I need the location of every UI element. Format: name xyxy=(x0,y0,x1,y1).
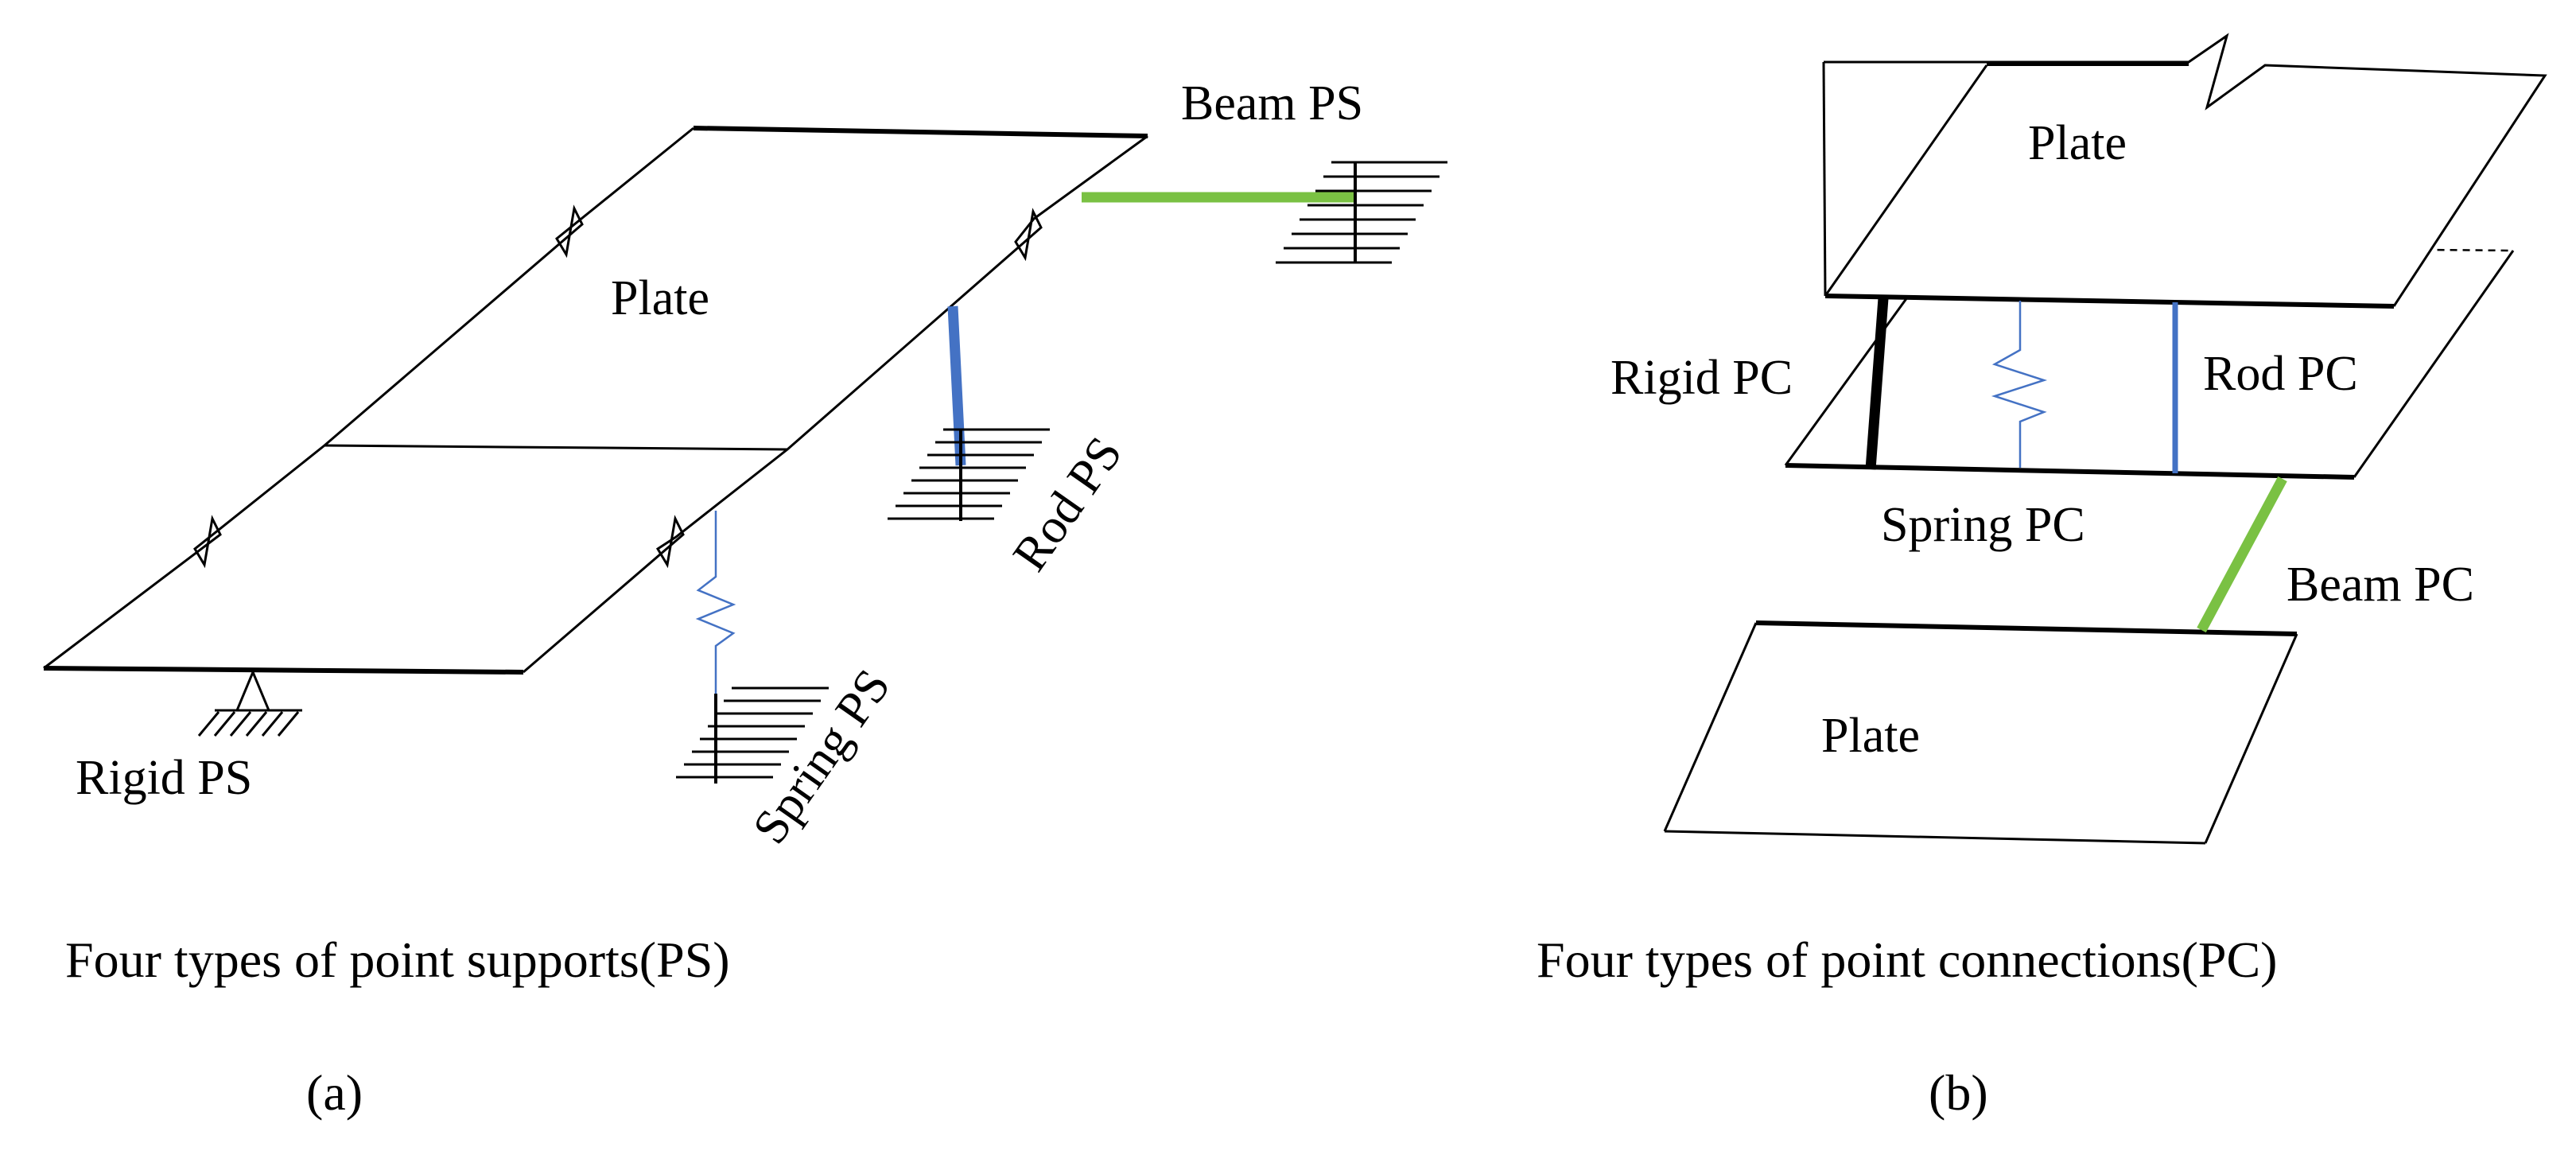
spring-support-coil xyxy=(695,511,736,716)
top-plate-outline xyxy=(1822,33,2547,309)
rod-support xyxy=(888,305,1050,521)
bottom-plate-label: Plate xyxy=(1821,709,1920,763)
rod-support-hatch xyxy=(888,428,1050,520)
beam-connection-member xyxy=(2197,476,2287,633)
beam-pc-label: Beam PC xyxy=(2287,558,2474,612)
beam-ps-label: Beam PS xyxy=(1181,76,1363,130)
rigid-ps-label: Rigid PS xyxy=(76,751,252,805)
rigid-pc-label: Rigid PC xyxy=(1610,351,1793,405)
panel-b: Plate Rigid PC Spring PC Rod PC Plate Be… xyxy=(1537,33,2547,1121)
beam-support-hatch xyxy=(1276,161,1447,264)
spring-connection-coil xyxy=(1991,301,2048,468)
plate-a-outline xyxy=(43,126,1148,675)
tag-b: (b) xyxy=(1929,1064,1988,1121)
bottom-plate-outline xyxy=(1663,620,2298,845)
caption-b: Four types of point connections(PC) xyxy=(1537,931,2277,988)
spring-support xyxy=(676,511,829,784)
rigid-support xyxy=(197,669,302,737)
top-plate-left-edge xyxy=(1824,64,1988,297)
top-plate-label: Plate xyxy=(2028,116,2127,170)
rod-ps-label: Rod PS xyxy=(1003,427,1133,581)
tag-a: (a) xyxy=(306,1064,363,1121)
rod-pc-label: Rod PC xyxy=(2203,347,2358,401)
rigid-support-triangle xyxy=(235,669,271,712)
caption-a: Four types of point supports(PS) xyxy=(65,931,730,988)
beam-support xyxy=(1082,161,1447,264)
rigid-connection-member xyxy=(1865,298,1889,470)
rigid-support-hatch xyxy=(197,711,300,737)
plate-a-label: Plate xyxy=(611,271,709,325)
spring-support-hatch xyxy=(676,686,829,779)
spring-pc-label: Spring PC xyxy=(1881,498,2085,552)
panel-a: Plate Beam PS xyxy=(43,76,1447,1121)
